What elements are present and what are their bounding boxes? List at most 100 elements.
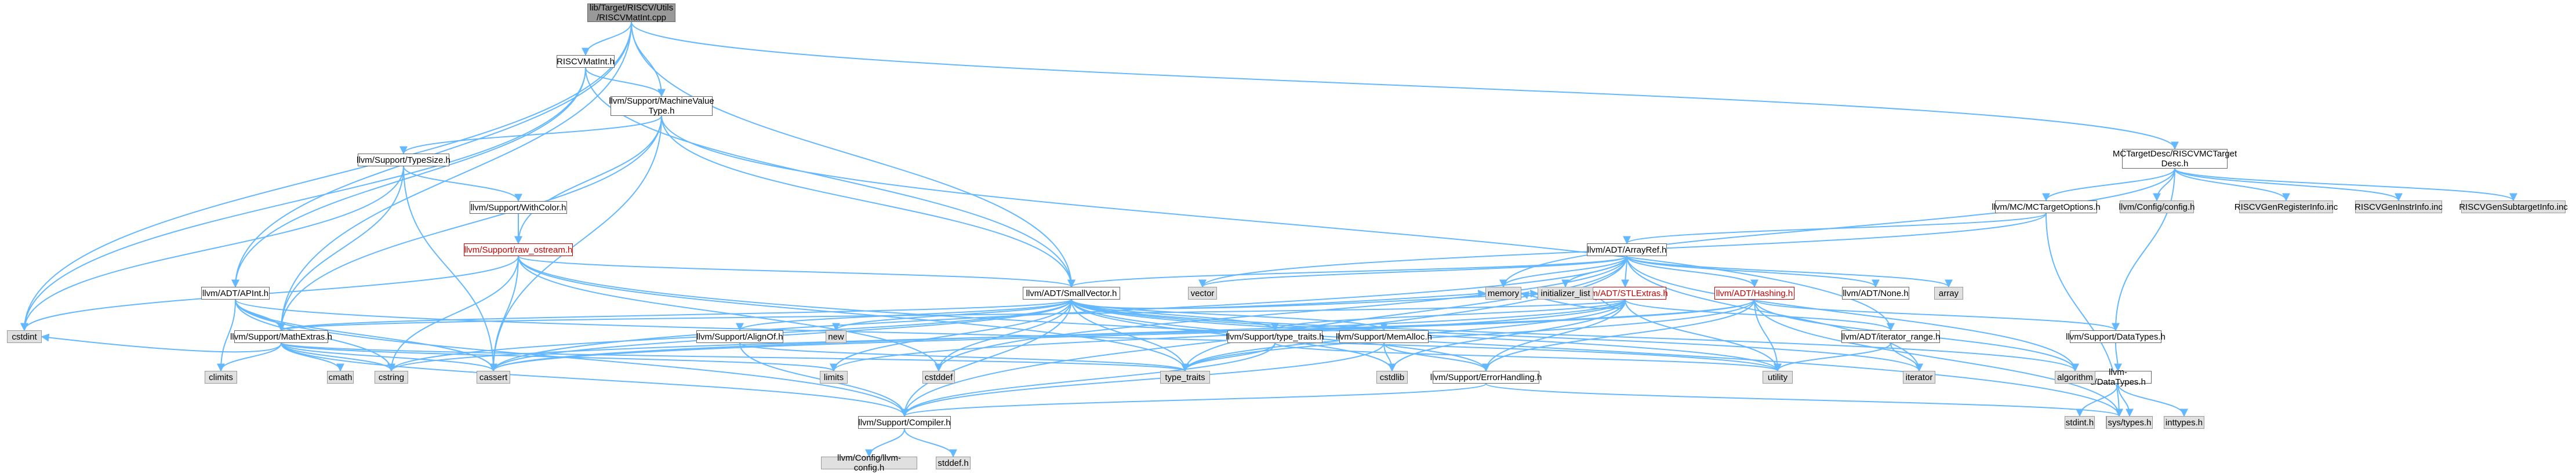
node-stlextras-h[interactable]: llvm/ADT/STLExtras.h xyxy=(1582,287,1668,300)
edge-compiler-to-stddef xyxy=(904,428,957,458)
edge-stlextras-to-iterrange xyxy=(1625,299,1895,331)
node-iterator: iterator xyxy=(1903,371,1935,384)
node-riscvmatint-h[interactable]: RISCVMatInt.h xyxy=(557,55,615,68)
node-hashing-h[interactable]: llvm/ADT/Hashing.h xyxy=(1714,287,1794,300)
node-climits: climits xyxy=(205,371,237,384)
node-algorithm: algorithm xyxy=(2055,371,2095,384)
node-none-h[interactable]: llvm/ADT/None.h xyxy=(1842,287,1909,300)
node-support-datatypes-h[interactable]: llvm/Support/DataTypes.h xyxy=(2066,330,2166,343)
edge-rvmatint_h-to-apint xyxy=(231,67,586,288)
edge-iterrange-to-iterator xyxy=(1890,342,1923,372)
edge-memalloc-to-compiler xyxy=(900,342,1385,417)
edge-mctargetdesc-to-reginfo xyxy=(2174,168,2290,202)
edge-iterrange-to-utility xyxy=(1774,342,1891,372)
node-machinevaluetype-h[interactable]: llvm/Support/MachineValue Type.h xyxy=(609,96,714,116)
edge-errorhandling-to-string xyxy=(1485,383,2123,417)
node-memory: memory xyxy=(1485,287,1521,300)
node-stddef-h: stddef.h xyxy=(936,457,971,469)
edge-stlextras-to-mathextras xyxy=(278,299,1626,331)
edge-mctargetoptions-to-arrayref xyxy=(1623,213,2047,245)
edge-mathextras-to-cstdint xyxy=(41,333,282,353)
edge-memalloc-to-cstdlib xyxy=(1383,342,1396,372)
edge-apint-to-climits xyxy=(217,299,236,372)
edge-typetraits-to-type_traits xyxy=(1181,342,1276,372)
node-type-traits-h[interactable]: llvm/Support/type_traits.h xyxy=(1226,330,1324,343)
node-errorhandling-h[interactable]: llvm/Support/ErrorHandling.h xyxy=(1430,371,1542,384)
edge-arrayref-to-hashing xyxy=(1626,256,1758,288)
edge-raw_ostream-to-smallvector xyxy=(518,256,1076,288)
edge-arrayref-to-smallvector xyxy=(1067,256,1627,288)
edge-smallvector-to-limits xyxy=(830,299,1072,372)
edge-rvmatint_h-to-mvt xyxy=(585,67,666,97)
edge-root-to-mvt xyxy=(631,21,666,97)
edge-compiler-to-llvmconfig xyxy=(865,428,905,458)
node-withcolor-h[interactable]: llvm/Support/WithColor.h xyxy=(470,201,567,214)
edge-smallvector-to-cstddef xyxy=(935,299,1072,372)
node-llvm-config-h: llvm/Config/llvm-config.h xyxy=(821,453,917,473)
edge-root-to-cstdint xyxy=(20,21,632,331)
node-mctargetoptions-h[interactable]: llvm/MC/MCTargetOptions.h xyxy=(1992,200,2101,213)
edge-mvt-to-cassert xyxy=(489,115,662,372)
edge-arrayref-to-vector xyxy=(1198,256,1627,288)
node-alignof-h[interactable]: llvm/Support/AlignOf.h xyxy=(696,330,783,343)
edge-datatypes-to-cdatatypes xyxy=(2113,342,2122,372)
node-typesize-h[interactable]: llvm/Support/TypeSize.h xyxy=(357,154,450,166)
edge-root-to-smallvector xyxy=(631,21,1076,288)
node-riscvgenregisterinfo-inc: RISCVGenRegisterInfo.inc xyxy=(2235,200,2338,213)
edge-raw_ostream-to-type_traits xyxy=(518,256,1189,372)
edge-typetraits-to-compiler xyxy=(900,342,1276,417)
node-limits: limits xyxy=(820,371,848,384)
node-cmath: cmath xyxy=(327,371,354,384)
edge-mvt-to-typesize xyxy=(399,115,662,155)
node-riscvgensubtargetinfo-inc: RISCVGenSubtargetInfo.inc xyxy=(2459,200,2568,213)
node-compiler-h[interactable]: llvm/Support/Compiler.h xyxy=(858,416,951,429)
node-utility: utility xyxy=(1763,371,1793,384)
edge-stlextras-to-errorhandling xyxy=(1482,299,1626,372)
edge-mvt-to-smallvector xyxy=(661,115,1076,288)
edge-hashing-to-string xyxy=(1754,299,2123,417)
edge-mctargetdesc-to-instrinfo xyxy=(2174,168,2403,202)
node-llvm-c-datatypes-h[interactable]: llvm-c/DataTypes.h xyxy=(2084,367,2152,387)
node-cstdlib: cstdlib xyxy=(1376,371,1408,384)
node-stdint-h: stdint.h xyxy=(2065,416,2095,429)
edge-mathextras-to-cassert xyxy=(281,342,497,372)
edge-typesize-to-mathextras xyxy=(277,166,404,331)
node-iterator-range-h[interactable]: llvm/ADT/iterator_range.h xyxy=(1841,330,1940,343)
node-raw-ostream-h[interactable]: llvm/Support/raw_ostream.h xyxy=(464,243,573,256)
edge-stlextras-to-cstdlib xyxy=(1388,299,1626,372)
edge-typesize-to-cassert xyxy=(403,166,497,372)
node-initializer-list: initializer_list xyxy=(1538,287,1593,300)
edge-stlextras-to-utility xyxy=(1625,299,1782,372)
node-apint-h[interactable]: llvm/ADT/APInt.h xyxy=(201,287,270,300)
edge-mvt-to-raw_ostream xyxy=(514,115,662,245)
edge-hashing-to-datatypes xyxy=(1754,299,2120,331)
edge-smallvector-to-mathextras xyxy=(277,299,1072,331)
node-type-traits: type_traits xyxy=(1160,371,1210,384)
node-arrayref-h[interactable]: llvm/ADT/ArrayRef.h xyxy=(1587,243,1667,256)
edge-stlextras-to-typetraits xyxy=(1271,299,1626,331)
edge-root-to-rvmatint_h xyxy=(582,21,632,56)
node-array: array xyxy=(1934,287,1963,300)
edge-apint-to-cassert xyxy=(235,299,497,372)
node-memalloc-h[interactable]: llvm/Support/MemAlloc.h xyxy=(1336,330,1432,343)
edge-mathextras-to-compiler xyxy=(281,342,909,417)
edge-mathextras-to-climits xyxy=(217,342,282,372)
edge-mathextras-to-type_traits xyxy=(281,342,1189,372)
edge-arrayref-to-array xyxy=(1626,256,1953,288)
node-riscvmatint-cpp[interactable]: lib/Target/RISCV/Utils /RISCVMatInt.cpp xyxy=(587,3,675,23)
edge-cdatatypes-to-stdint xyxy=(2076,383,2119,417)
edge-mctargetdesc-to-mctargetoptions xyxy=(2042,168,2175,202)
edge-rvmatint_h-to-cstdint xyxy=(20,67,586,331)
node-new: new xyxy=(826,330,846,343)
edge-cdatatypes-to-systypes xyxy=(2117,383,2134,417)
edge-arrayref-to-memory xyxy=(1499,256,1627,288)
node-riscvmctargetdesc-h[interactable]: MCTargetDesc/RISCVMCTarget Desc.h xyxy=(2112,149,2237,169)
node-cstddef: cstddef xyxy=(922,371,955,384)
node-vector: vector xyxy=(1188,287,1217,300)
node-sys-types-h: sys/types.h xyxy=(2106,416,2153,429)
edge-root-to-mctargetdesc xyxy=(631,21,2179,150)
node-smallvector-h[interactable]: llvm/ADT/SmallVector.h xyxy=(1023,287,1120,300)
node-mathextras-h[interactable]: llvm/Support/MathExtras.h xyxy=(230,330,332,343)
